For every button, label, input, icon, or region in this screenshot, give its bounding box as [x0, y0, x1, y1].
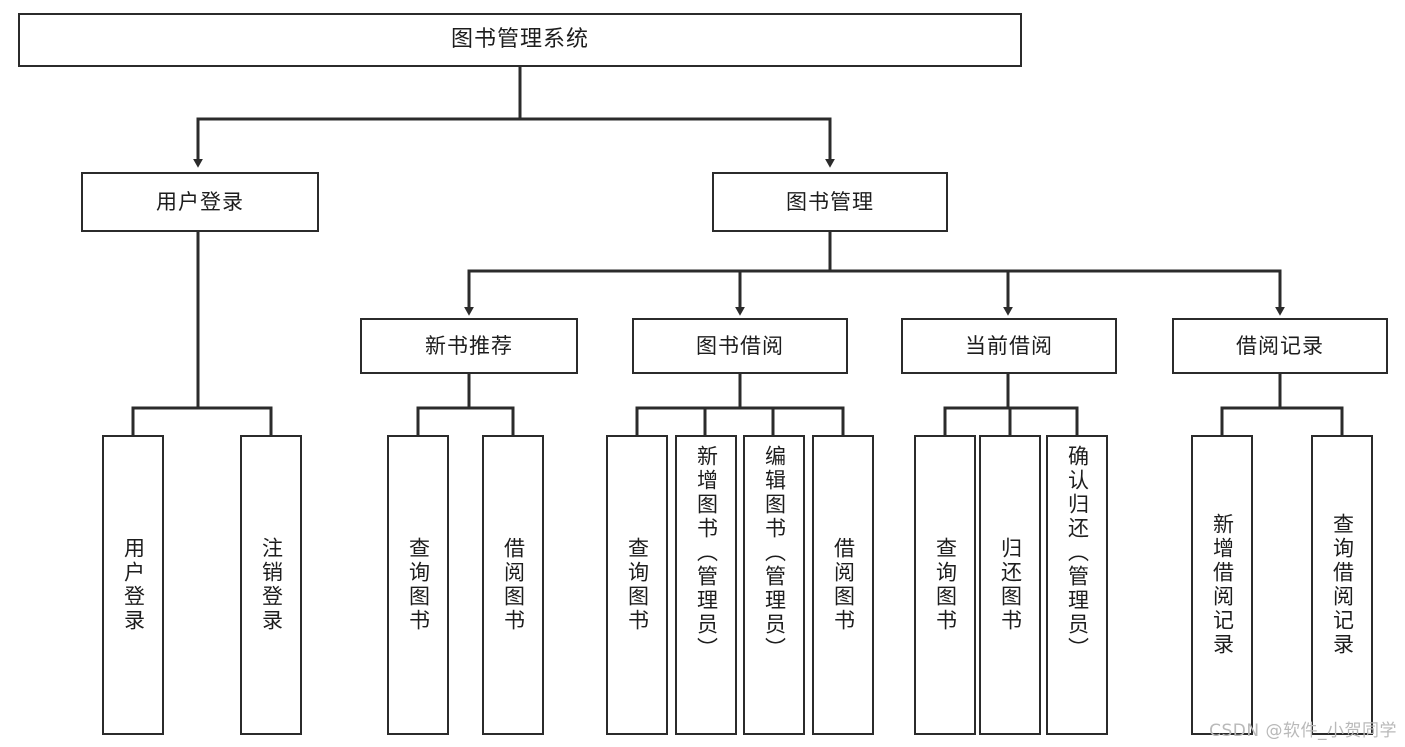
node-leaf-edit-book-label: 编辑图书（管理员）	[762, 445, 787, 661]
node-borrow-record-label: 借阅记录	[1236, 333, 1324, 358]
node-leaf-user-login-label: 用户登录	[121, 537, 146, 633]
node-leaf-user-logout[interactable]: 注销登录	[240, 435, 302, 735]
node-current-borrow-label: 当前借阅	[965, 333, 1053, 358]
node-root-label: 图书管理系统	[450, 27, 589, 53]
node-leaf-borrow-book-1-label: 借阅图书	[501, 537, 526, 633]
node-borrow-record[interactable]: 借阅记录	[1172, 318, 1388, 374]
node-leaf-query-book-1-label: 查询图书	[406, 537, 431, 633]
node-new-book-recommend[interactable]: 新书推荐	[360, 318, 578, 374]
node-leaf-query-book-1[interactable]: 查询图书	[387, 435, 449, 735]
node-book-borrow[interactable]: 图书借阅	[632, 318, 848, 374]
node-user-login-label: 用户登录	[156, 189, 244, 214]
node-new-book-recommend-label: 新书推荐	[425, 333, 513, 358]
node-book-manage[interactable]: 图书管理	[712, 172, 948, 232]
node-leaf-user-login[interactable]: 用户登录	[102, 435, 164, 735]
node-leaf-query-book-2-label: 查询图书	[625, 537, 650, 633]
node-leaf-borrow-book-2-label: 借阅图书	[831, 537, 856, 633]
node-leaf-borrow-book-2[interactable]: 借阅图书	[812, 435, 874, 735]
node-leaf-return-book-label: 归还图书	[998, 537, 1023, 633]
node-user-login[interactable]: 用户登录	[81, 172, 319, 232]
node-leaf-query-book-2[interactable]: 查询图书	[606, 435, 668, 735]
node-leaf-add-book[interactable]: 新增图书（管理员）	[675, 435, 737, 735]
node-leaf-borrow-book-1[interactable]: 借阅图书	[482, 435, 544, 735]
node-leaf-query-record-label: 查询借阅记录	[1330, 513, 1355, 657]
node-leaf-confirm-return-label: 确认归还（管理员）	[1065, 445, 1090, 661]
node-book-manage-label: 图书管理	[786, 189, 874, 214]
node-current-borrow[interactable]: 当前借阅	[901, 318, 1117, 374]
node-leaf-query-record[interactable]: 查询借阅记录	[1311, 435, 1373, 735]
node-leaf-edit-book[interactable]: 编辑图书（管理员）	[743, 435, 805, 735]
node-leaf-user-logout-label: 注销登录	[259, 537, 284, 633]
node-leaf-query-book-3[interactable]: 查询图书	[914, 435, 976, 735]
node-leaf-query-book-3-label: 查询图书	[933, 537, 958, 633]
node-leaf-add-book-label: 新增图书（管理员）	[694, 445, 719, 661]
node-leaf-add-record[interactable]: 新增借阅记录	[1191, 435, 1253, 735]
node-root[interactable]: 图书管理系统	[18, 13, 1022, 67]
node-book-borrow-label: 图书借阅	[696, 333, 784, 358]
node-leaf-return-book[interactable]: 归还图书	[979, 435, 1041, 735]
node-leaf-confirm-return[interactable]: 确认归还（管理员）	[1046, 435, 1108, 735]
node-leaf-add-record-label: 新增借阅记录	[1210, 513, 1235, 657]
watermark-text: CSDN @软件_小贺同学	[1209, 721, 1397, 741]
